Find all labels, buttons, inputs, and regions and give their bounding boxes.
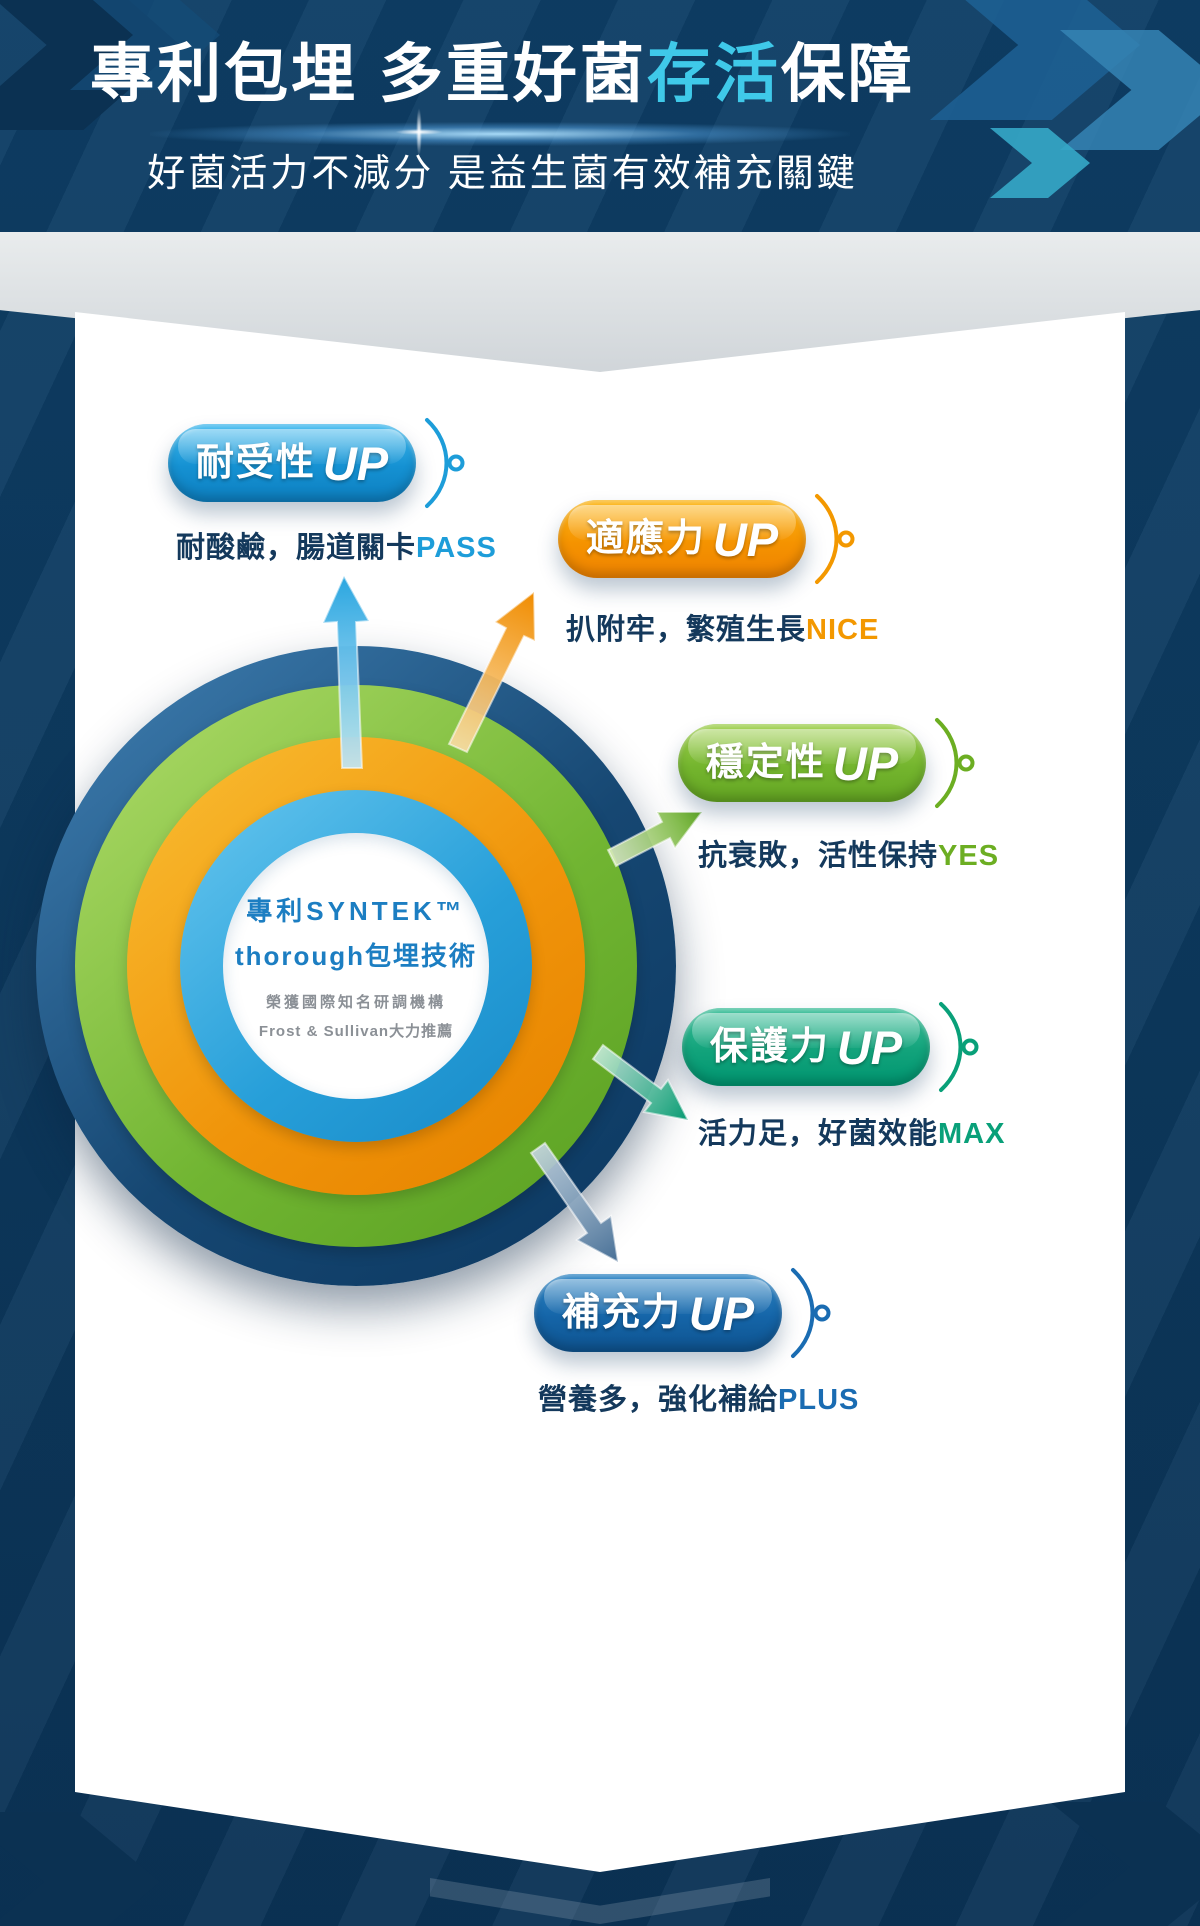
caption-highlight: MAX [938,1118,1006,1150]
caption-highlight: PLUS [778,1384,860,1416]
badge-up-label: UP [688,1286,755,1340]
caption-replenishment: 營養多，強化補給PLUS [538,1376,859,1418]
caption-stability: 抗衰敗，活性保持YES [698,832,999,874]
ring-green: 專利SYNTEK™ thorough包埋技術 榮獲國際知名研調機構 Frost … [75,685,637,1247]
caption-text: 扒附牢，繁殖生長 [566,614,807,646]
caption-text: 耐酸鹼，腸道關卡 [176,532,417,564]
badge-label: 補充力 [561,1292,682,1334]
encapsulation-rings-diagram: 專利SYNTEK™ thorough包埋技術 榮獲國際知名研調機構 Frost … [36,646,676,1286]
title-pre: 專利包埋 多重好菌 [90,38,647,110]
light-flare-decoration [150,122,850,146]
badge-up-label: UP [832,736,899,790]
core-endorsement-line: Frost & Sullivan大力推薦 [258,1023,454,1040]
star-glint-icon [395,108,443,156]
bracket-decoration-icon [815,494,855,584]
caption-highlight: NICE [806,614,880,646]
badge-up-label: UP [322,436,389,490]
ring-outer-navy: 專利SYNTEK™ thorough包埋技術 榮獲國際知名研調機構 Frost … [36,646,676,1286]
caption-highlight: PASS [416,532,497,564]
page-subtitle: 好菌活力不減分 是益生菌有效補充關鍵 [147,152,858,195]
badge-label: 保護力 [709,1026,830,1068]
title-post: 保障 [780,38,915,110]
caption-text: 營養多，強化補給 [538,1384,779,1416]
ring-blue: 專利SYNTEK™ thorough包埋技術 榮獲國際知名研調機構 Frost … [180,790,532,1142]
bracket-decoration-icon [935,718,975,808]
badge-label: 適應力 [585,518,706,560]
core-award-line: 榮獲國際知名研調機構 [265,994,446,1011]
ring-orange: 專利SYNTEK™ thorough包埋技術 榮獲國際知名研調機構 Frost … [127,737,585,1195]
bracket-decoration-icon [791,1268,831,1358]
caption-highlight: YES [938,840,1000,872]
page-title: 專利包埋 多重好菌存活保障 [0,38,1005,112]
badge-label: 耐受性 [195,442,316,484]
badge-up-label: UP [836,1020,903,1074]
core-circle: 專利SYNTEK™ thorough包埋技術 榮獲國際知名研調機構 Frost … [223,833,489,1099]
header: 專利包埋 多重好菌存活保障 好菌活力不減分 是益生菌有效補充關鍵 [0,38,1005,197]
bracket-decoration-icon [939,1002,979,1092]
core-tech-name: 專利SYNTEK™ [246,896,466,926]
title-highlight: 存活 [646,38,781,110]
bracket-decoration-icon [425,418,465,508]
caption-text: 抗衰敗，活性保持 [698,840,939,872]
badge-up-label: UP [712,512,779,566]
caption-adaptability: 扒附牢，繁殖生長NICE [566,606,879,648]
caption-text: 活力足，好菌效能 [698,1118,939,1150]
caption-protection: 活力足，好菌效能MAX [698,1110,1005,1152]
caption-tolerance: 耐酸鹼，腸道關卡PASS [176,524,497,566]
core-tech-subname: thorough包埋技術 [234,941,478,971]
badge-label: 穩定性 [705,742,826,784]
